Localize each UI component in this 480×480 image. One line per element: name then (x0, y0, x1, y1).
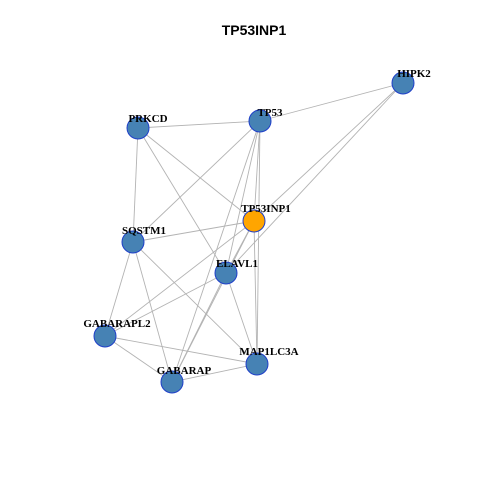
diagram-title: TP53INP1 (222, 22, 287, 38)
edge-elavl1-gabarap (171, 272, 227, 383)
edge-prkcd-tp53 (137, 120, 261, 129)
node-label-gabarap: GABARAP (157, 365, 212, 377)
edge-tp53-map1lc3a (256, 120, 261, 365)
node-elavl1[interactable] (214, 261, 238, 285)
node-label-tp53inp1: TP53INP1 (241, 203, 291, 215)
node-hipk2[interactable] (391, 71, 415, 95)
edge-sqstm1-map1lc3a (132, 241, 258, 365)
edge-prkcd-elavl1 (137, 127, 227, 274)
edge-sqstm1-gabarapl2 (104, 241, 134, 337)
node-label-sqstm1: SQSTM1 (122, 225, 166, 237)
node-tp53inp1[interactable] (242, 209, 266, 233)
edge-tp53-gabarap (171, 120, 261, 383)
node-label-prkcd: PRKCD (128, 113, 167, 125)
edge-tp53-sqstm1 (132, 120, 261, 243)
node-label-tp53: TP53 (257, 107, 283, 119)
edge-tp53-tp53inp1 (253, 120, 261, 222)
edge-gabarapl2-map1lc3a (104, 335, 258, 365)
edge-elavl1-gabarapl2 (104, 272, 227, 337)
node-sqstm1[interactable] (121, 230, 145, 254)
edge-tp53-elavl1 (225, 120, 261, 274)
edge-elavl1-map1lc3a (225, 272, 258, 365)
edge-tp53inp1-sqstm1 (132, 220, 255, 243)
node-prkcd[interactable] (126, 116, 150, 140)
node-layer (93, 71, 415, 394)
node-label-map1lc3a: MAP1LC3A (239, 346, 298, 358)
edge-hipk2-elavl1 (225, 82, 404, 274)
edge-prkcd-tp53inp1 (137, 127, 255, 222)
edge-tp53inp1-gabarapl2 (104, 220, 255, 337)
node-gabarap[interactable] (160, 370, 184, 394)
node-label-elavl1: ELAVL1 (216, 258, 258, 270)
edge-gabarapl2-gabarap (104, 335, 173, 383)
edge-tp53inp1-map1lc3a (253, 220, 258, 365)
node-label-gabarapl2: GABARAPL2 (83, 318, 151, 330)
edge-gabarap-map1lc3a (171, 363, 258, 383)
edge-hipk2-tp53inp1 (253, 82, 404, 222)
edge-hipk2-tp53 (259, 82, 404, 122)
node-label-hipk2: HIPK2 (397, 68, 431, 80)
node-gabarapl2[interactable] (93, 324, 117, 348)
node-tp53[interactable] (248, 109, 272, 133)
edge-prkcd-sqstm1 (132, 127, 139, 243)
edge-sqstm1-gabarap (132, 241, 173, 383)
node-map1lc3a[interactable] (245, 352, 269, 376)
